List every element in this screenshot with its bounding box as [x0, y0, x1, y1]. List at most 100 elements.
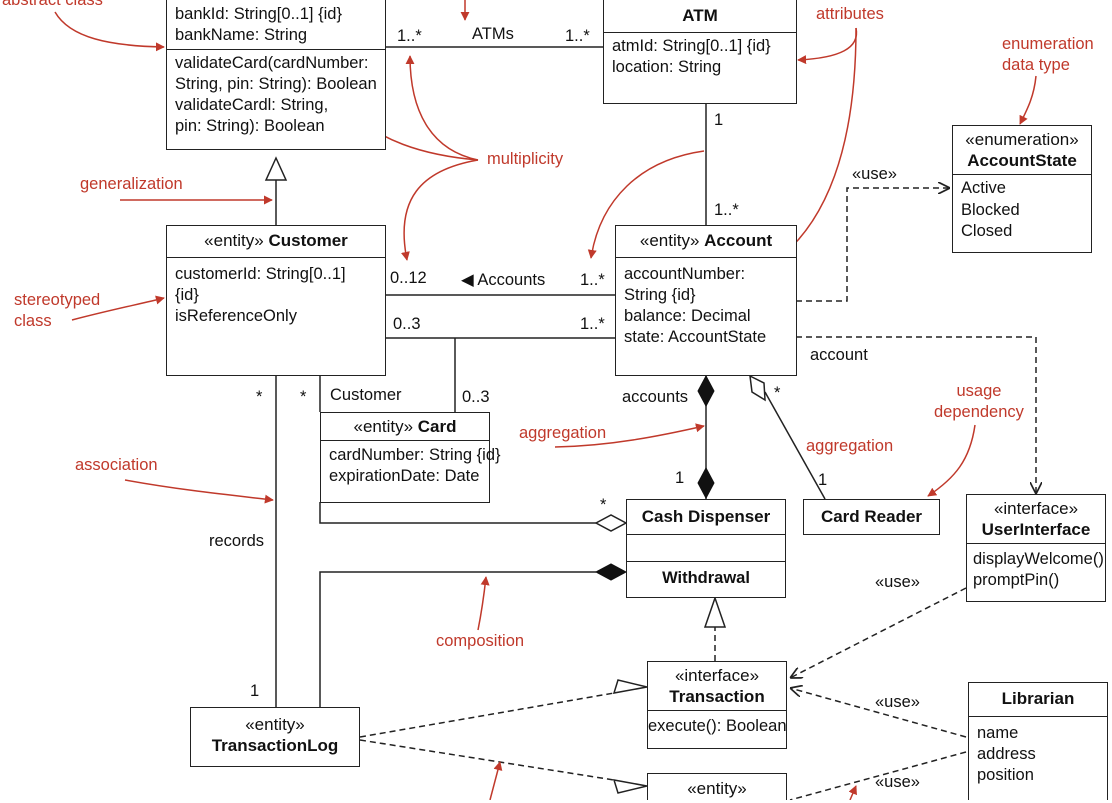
- annotation-usage-dependency: usage dependency: [934, 381, 1024, 423]
- accounts-association-name: ◀ Accounts: [461, 271, 546, 289]
- aggregation-diamond-account: [749, 374, 766, 402]
- realization-head-dispenser: [703, 595, 727, 628]
- bank-op-3: pin: String): Boolean: [175, 117, 325, 135]
- ui-name: UserInterface: [981, 520, 1091, 539]
- account-stereotype: «entity»: [639, 231, 700, 250]
- atm-attr-1: location: String: [612, 58, 722, 76]
- bank-attributes: bankId: String[0..1] {id} bankName: Stri…: [167, 0, 385, 49]
- cash-dispenser-withdrawal: Withdrawal: [627, 561, 785, 595]
- atms-left-multiplicity: 1..*: [397, 27, 422, 45]
- ui-transaction-dependency: [790, 587, 967, 678]
- librarian-attr-1: address: [977, 745, 1036, 763]
- arrow-multiplicity-customer: [401, 159, 479, 261]
- transaction-name: Transaction: [669, 687, 765, 706]
- account-attr-0: accountNumber:: [624, 265, 746, 283]
- customer-star-left: *: [256, 388, 263, 406]
- customer-attr-0: customerId: String[0..1]: [175, 265, 346, 283]
- ui-stereotype: «interface»: [993, 499, 1079, 518]
- librarian-class: Librarian name address position: [968, 682, 1108, 800]
- composition-diamond-withdrawal: [594, 563, 628, 581]
- customer-attr-1: {id}: [175, 286, 199, 304]
- account-state-dependency: [796, 188, 950, 302]
- use-label-bottom: «use»: [875, 773, 920, 791]
- transaction-log-multiplicity-one: 1: [250, 682, 260, 700]
- ui-operations: displayWelcome() promptPin(): [967, 543, 1105, 596]
- annotation-enumeration-line2: data type: [1002, 56, 1070, 74]
- annotation-enumeration-line1: enumeration: [1002, 35, 1094, 53]
- bank-op-0: validateCard(cardNumber:: [175, 54, 369, 72]
- cash-dispenser-class: Cash Dispenser Withdrawal: [626, 499, 786, 598]
- librarian-attributes: name address position: [969, 716, 1107, 792]
- card-reader-class: Card Reader: [803, 499, 940, 535]
- arrow-aggregation-left: [554, 423, 705, 448]
- card-reader-multiplicity-one: 1: [818, 471, 828, 489]
- transaction-log-class: «entity» TransactionLog: [190, 707, 360, 767]
- transaction-log-stereotype: «entity»: [245, 715, 305, 734]
- customer-stereotype: «entity»: [204, 231, 264, 250]
- transaction-log-name: TransactionLog: [211, 736, 339, 755]
- account-class: «entity» Account accountNumber: String {…: [615, 225, 797, 376]
- arrow-usage-dependency: [927, 424, 976, 497]
- dispenser-star: *: [600, 496, 607, 514]
- atm-class: ATM atmId: String[0..1] {id} location: S…: [603, 0, 797, 104]
- customer-class: «entity» Customer customerId: String[0..…: [166, 225, 386, 376]
- withdrawal-label: Withdrawal: [662, 569, 750, 587]
- arrow-attributes-atm: [797, 27, 858, 65]
- generalization-head: [264, 156, 288, 181]
- account-state-literals: Active Blocked Closed: [953, 174, 1091, 246]
- card-class: «entity» Card cardNumber: String {id} ex…: [320, 412, 501, 503]
- card-reader-star: *: [774, 384, 781, 402]
- annotation-usage-line1: usage: [956, 382, 1002, 400]
- bank-op-2: validateCardl: String,: [175, 96, 329, 114]
- use-label-account-state: «use»: [852, 165, 897, 183]
- card-attributes: cardNumber: String {id} expirationDate: …: [321, 440, 501, 491]
- customer-name: Customer: [268, 231, 348, 250]
- arrow-multiplicity-atms: [405, 55, 479, 161]
- atm-name: ATM: [682, 6, 718, 25]
- annotation-aggregation-right: aggregation: [806, 437, 894, 455]
- account-state-class: «enumeration» AccountState Active Blocke…: [952, 125, 1092, 253]
- customer-role-label: Customer: [330, 386, 402, 404]
- customer-star-mid: *: [300, 388, 307, 406]
- card-reader-name: Card Reader: [820, 507, 923, 526]
- dispenser-multiplicity-one: 1: [675, 469, 685, 487]
- account-cardreader-aggregation: [764, 391, 826, 500]
- bank-class: bankId: String[0..1] {id} bankName: Stri…: [166, 0, 386, 150]
- connectors: [275, 46, 1036, 800]
- arrow-composition: [477, 576, 490, 631]
- annotation-attributes: attributes: [816, 5, 884, 23]
- composition-diamond-account: [697, 374, 715, 408]
- atm-attr-0: atmId: String[0..1] {id}: [612, 37, 771, 55]
- annotation-stereotyped-line2: class: [14, 312, 52, 330]
- account-state-literal-2: Closed: [961, 222, 1013, 240]
- arrow-bottom-right: [848, 785, 857, 800]
- annotation-generalization: generalization: [80, 175, 183, 193]
- librarian-transaction-dependency: [790, 688, 967, 738]
- bank-operations: validateCard(cardNumber: String, pin: St…: [167, 49, 385, 140]
- arrow-stereotyped: [71, 295, 165, 321]
- annotation-abstract-class: abstract class: [2, 0, 103, 9]
- customer-account-2-right-multiplicity: 1..*: [580, 315, 605, 333]
- card-attr-0: cardNumber: String {id}: [329, 446, 501, 464]
- account-state-literal-0: Active: [961, 179, 1006, 197]
- arrow-enumeration: [1019, 75, 1037, 125]
- accounts-role-label: accounts: [622, 388, 689, 406]
- account-state-name: AccountState: [967, 151, 1077, 170]
- bottom-entity-class: «entity»: [647, 773, 787, 800]
- connector-ends: [264, 156, 766, 794]
- librarian-attr-0: name: [977, 724, 1019, 742]
- bottom-entity-stereotype: «entity»: [687, 779, 747, 798]
- records-label: records: [209, 532, 265, 550]
- card-stereotype: «entity»: [353, 417, 414, 436]
- atm-account-top-multiplicity: 1: [714, 111, 724, 129]
- bank-attr-0: bankId: String[0..1] {id}: [175, 5, 342, 23]
- cash-dispenser-empty-section: [627, 534, 785, 561]
- account-ui-dependency: [796, 336, 1036, 494]
- annotation-stereotyped-class: stereotyped class: [14, 290, 100, 332]
- realization-head-entity: [612, 779, 648, 794]
- customer-account-2-left-multiplicity: 0..3: [393, 315, 421, 333]
- librarian-entity-dependency: [789, 751, 967, 800]
- user-interface-class: «interface» UserInterface displayWelcome…: [966, 494, 1106, 602]
- annotation-composition: composition: [436, 632, 525, 650]
